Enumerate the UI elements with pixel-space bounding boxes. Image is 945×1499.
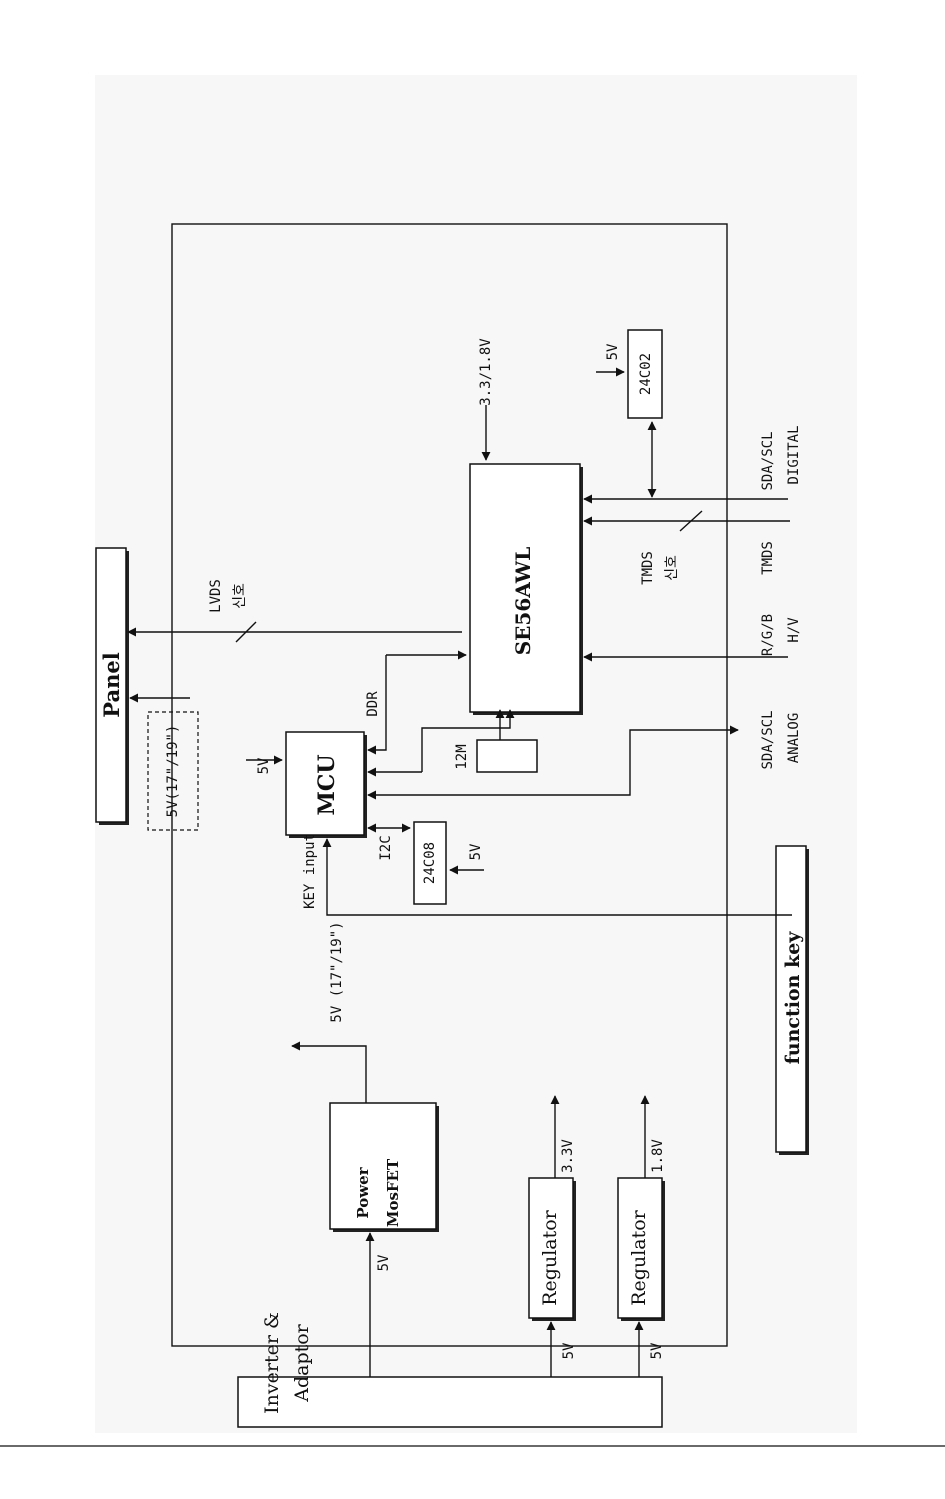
regulator-33-label: Regulator xyxy=(539,1209,561,1305)
regulator-18-label: Regulator xyxy=(628,1209,650,1305)
lvds-slash xyxy=(235,621,257,643)
ddr-label: DDR xyxy=(365,691,381,717)
inverter-adaptor-block xyxy=(237,1376,663,1428)
key-input-line xyxy=(322,838,792,916)
power-label: Power xyxy=(354,1166,372,1218)
scaler-supply-label: 3.3/1.8V xyxy=(478,338,494,406)
panel-block xyxy=(95,547,127,823)
sda-scl-analog-label: SDA/SCL xyxy=(760,710,776,769)
i2c-label: I2C xyxy=(378,835,394,860)
tmds-signal-label-1: TMDS xyxy=(640,551,656,585)
mcu-label: MCU xyxy=(314,754,340,815)
reg33-input-label: 5V xyxy=(561,1342,577,1359)
lvds-signal-label: 신호 xyxy=(232,583,248,609)
power-in-5v-label: 5V xyxy=(376,1254,392,1271)
analog-ddc-line xyxy=(367,725,739,800)
mcu-5v-label: 5V xyxy=(256,757,272,774)
hv-label: H/V xyxy=(786,617,802,643)
reg33-output-label: 3.3V xyxy=(560,1139,576,1173)
function-key-label: function key xyxy=(782,931,804,1065)
analog-label: ANALOG xyxy=(786,713,802,764)
power-mosfet-block xyxy=(329,1102,437,1230)
lvds-label: LVDS xyxy=(208,579,224,613)
scaler-block xyxy=(469,463,581,713)
mosfet-5v-label: 5V (17"/19") xyxy=(329,921,345,1022)
tmds-input-label: TMDS xyxy=(760,541,776,575)
eeprom-mcu-label: 24C08 xyxy=(422,842,438,884)
panel-5v-label: 5V(17"/19") xyxy=(165,725,181,818)
regulator-33-block xyxy=(528,1177,574,1319)
tmds-slash xyxy=(679,510,703,532)
reg18-input-label: 5V xyxy=(649,1342,665,1359)
mosfet-label: MosFET xyxy=(384,1158,402,1227)
eeprom-mcu-block xyxy=(413,821,447,905)
key-input-label: KEY input xyxy=(302,833,318,909)
mosfet-output-line xyxy=(291,1041,367,1103)
eeprom-digital-block xyxy=(627,329,663,419)
crystal-label: 12M xyxy=(454,744,470,769)
inverter-label: Inverter & xyxy=(261,1312,283,1414)
eeprom-mcu-5v-label: 5V xyxy=(468,843,484,860)
adaptor-label: Adaptor xyxy=(291,1323,313,1402)
rgb-label: R/G/B xyxy=(760,614,776,656)
crystal-block xyxy=(476,739,538,773)
panel-label: Panel xyxy=(99,652,124,717)
sda-scl-digital-label: SDA/SCL xyxy=(760,431,776,490)
panel-5v-box xyxy=(147,711,199,831)
eeprom-digital-label: 24C02 xyxy=(638,353,654,395)
eeprom-digital-5v-label: 5V xyxy=(605,343,621,360)
mcu-block xyxy=(285,731,365,836)
tmds-signal-label-2: 신호 xyxy=(664,555,680,581)
regulator-18-block xyxy=(617,1177,663,1319)
reg18-output-label: 1.8V xyxy=(650,1139,666,1173)
scaler-label: SE56AWL xyxy=(511,547,535,656)
function-key-block xyxy=(775,845,807,1153)
digital-label: DIGITAL xyxy=(786,425,802,484)
